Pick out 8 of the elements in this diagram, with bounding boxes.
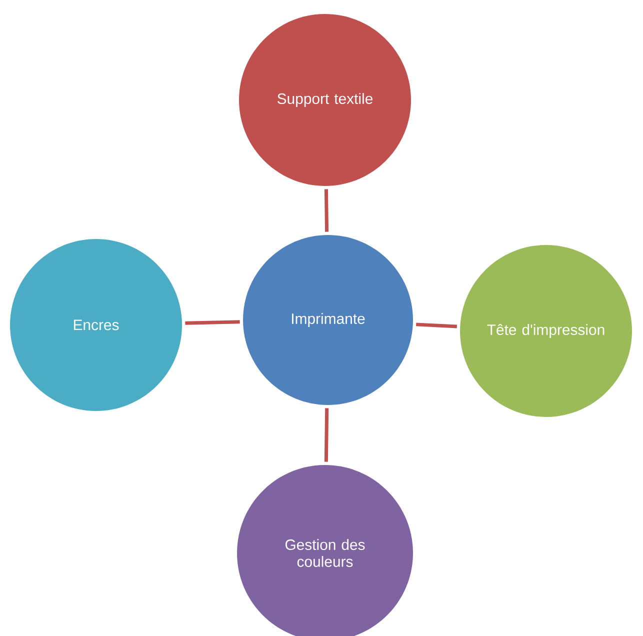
circle-node: Encres	[10, 239, 182, 411]
circle-node: Imprimante	[243, 235, 413, 405]
connector-line	[416, 322, 458, 328]
circle-node: Tête d'impression	[460, 245, 632, 417]
connector-line	[324, 408, 329, 462]
circle-node: Support textile	[239, 14, 411, 186]
connector-line	[324, 189, 329, 232]
connector-line	[185, 320, 240, 325]
